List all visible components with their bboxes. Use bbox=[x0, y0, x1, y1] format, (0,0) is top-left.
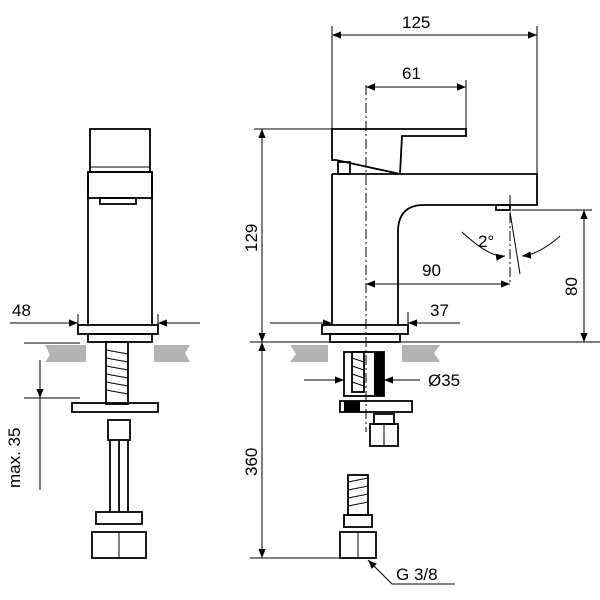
side-bracket bbox=[71, 402, 159, 413]
dim-label-hole: Ø35 bbox=[428, 371, 460, 390]
dimension-thread: G 3/8 bbox=[367, 559, 455, 585]
dimension-angle: 2° bbox=[461, 211, 561, 275]
side-body bbox=[87, 172, 153, 325]
dimension-37: 37 bbox=[270, 301, 460, 334]
dimension-125: 125 bbox=[331, 13, 538, 174]
dim-label-48: 48 bbox=[12, 301, 31, 320]
side-handle bbox=[89, 128, 151, 173]
side-countertop bbox=[45, 345, 86, 362]
front-bracket bbox=[339, 400, 413, 413]
dim-label-max-35: max. 35 bbox=[5, 428, 24, 488]
dimension-80: 80 bbox=[512, 209, 592, 342]
dim-label-37: 37 bbox=[430, 301, 449, 320]
side-threaded-stud bbox=[105, 341, 129, 405]
dim-label-90: 90 bbox=[422, 261, 441, 280]
dimension-129: 129 bbox=[242, 128, 332, 342]
dim-label-129: 129 bbox=[242, 224, 261, 252]
front-countertop bbox=[290, 345, 328, 362]
dimension-max-35: max. 35 bbox=[5, 342, 80, 490]
dimension-90: 90 bbox=[366, 261, 510, 288]
front-aerator bbox=[495, 204, 511, 211]
dim-label-thread: G 3/8 bbox=[396, 565, 438, 584]
dim-label-61: 61 bbox=[402, 64, 421, 83]
dim-label-360: 360 bbox=[242, 448, 261, 476]
dimension-hole: Ø35 bbox=[304, 371, 460, 390]
dim-label-80: 80 bbox=[562, 277, 581, 296]
dim-label-angle: 2° bbox=[478, 232, 494, 251]
dimension-360: 360 bbox=[242, 342, 376, 559]
side-aerator bbox=[99, 197, 137, 205]
dimension-48: 48 bbox=[10, 301, 200, 334]
front-base-plate bbox=[321, 324, 409, 335]
dimension-61: 61 bbox=[366, 64, 467, 129]
front-lever bbox=[331, 128, 467, 176]
side-view bbox=[45, 128, 190, 559]
front-view bbox=[290, 128, 538, 559]
side-base-plate bbox=[77, 324, 159, 335]
dim-label-125: 125 bbox=[402, 13, 430, 32]
